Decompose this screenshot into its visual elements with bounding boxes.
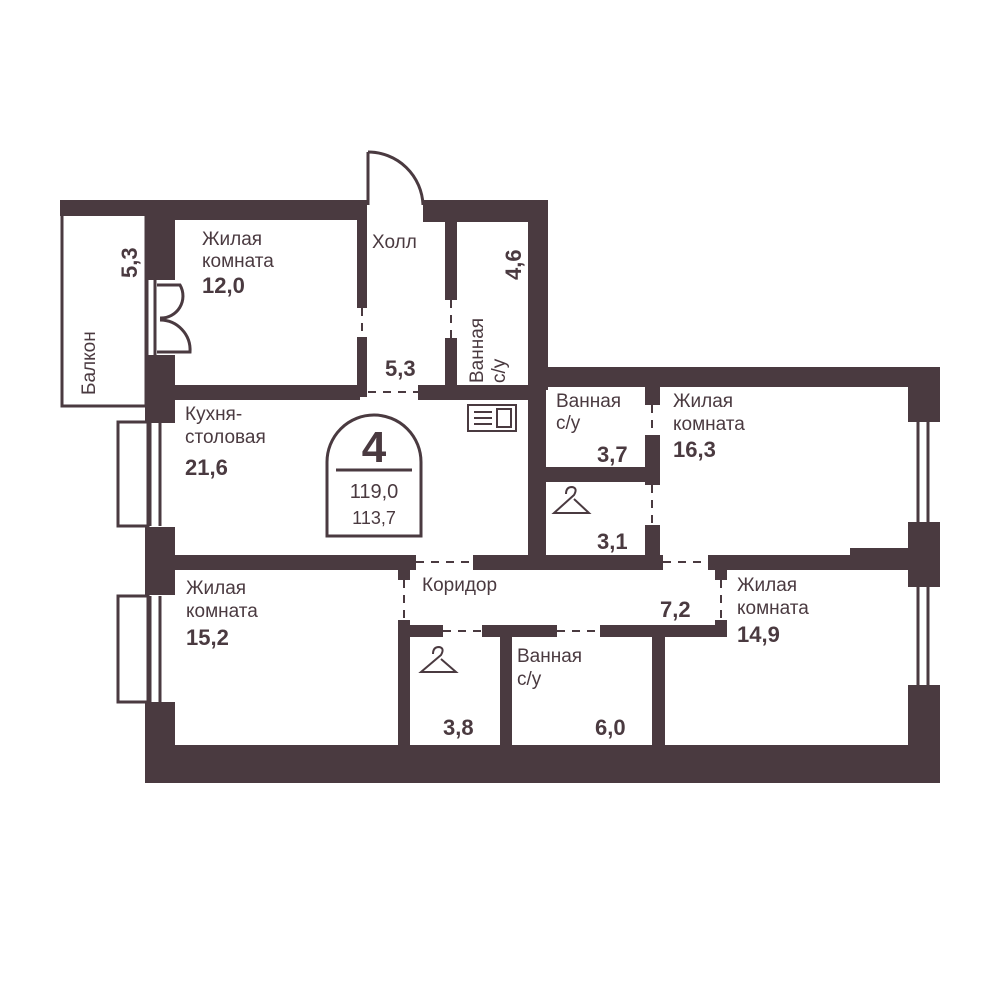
door-swing-icon — [157, 150, 425, 354]
balcony-area: 5,3 — [117, 247, 142, 278]
living-1-label-1: Жилая — [202, 229, 262, 250]
living-4-label-1: Жилая — [737, 575, 797, 596]
window-icon — [116, 280, 930, 704]
living-2-label-1: Жилая — [673, 391, 733, 412]
kitchen-area: 21,6 — [185, 455, 228, 480]
living-3-label-2: комната — [186, 601, 258, 622]
badge-rooms-count: 4 — [362, 423, 387, 472]
balcony-label: Балкон — [79, 331, 100, 395]
hall-label: Холл — [372, 232, 417, 253]
living-2-area: 16,3 — [673, 437, 716, 462]
badge-frame — [325, 413, 423, 538]
kitchen-sink-icon — [467, 404, 517, 432]
bath-1-label-1: Ванная — [467, 318, 488, 383]
bath-1-area: 4,6 — [501, 249, 526, 280]
corridor-area: 7,2 — [660, 597, 691, 622]
bath-3-area: 6,0 — [595, 715, 626, 740]
living-4-area: 14,9 — [737, 622, 780, 647]
bath-3-label-2: с/у — [517, 669, 542, 690]
kitchen-label-2: столовая — [185, 427, 266, 448]
corridor-label: Коридор — [422, 575, 497, 596]
bath-2-area: 3,7 — [597, 442, 628, 467]
living-3-area: 15,2 — [186, 625, 229, 650]
hall-area: 5,3 — [385, 356, 416, 381]
bath-3-label-1: Ванная — [517, 646, 582, 667]
walls — [60, 200, 940, 783]
wardrobe-1-area: 3,1 — [597, 529, 628, 554]
kitchen-label-1: Кухня- — [185, 404, 242, 425]
badge-living-area: 113,7 — [352, 508, 396, 528]
living-1-area: 12,0 — [202, 273, 245, 298]
living-4-label-2: комната — [737, 598, 809, 619]
hanger-icon — [418, 485, 592, 673]
bath-2-label-1: Ванная — [556, 391, 621, 412]
living-1-label-2: комната — [202, 251, 274, 272]
bath-2-label-2: с/у — [556, 413, 581, 434]
living-3-label-1: Жилая — [186, 578, 246, 599]
wardrobe-2-area: 3,8 — [443, 715, 474, 740]
bath-1-label-2: с/у — [489, 358, 510, 383]
openings — [361, 300, 722, 632]
apartment-badge: 4 119,0 113,7 — [325, 413, 423, 538]
badge-total-area: 119,0 — [350, 481, 399, 503]
living-2-label-2: комната — [673, 414, 745, 435]
